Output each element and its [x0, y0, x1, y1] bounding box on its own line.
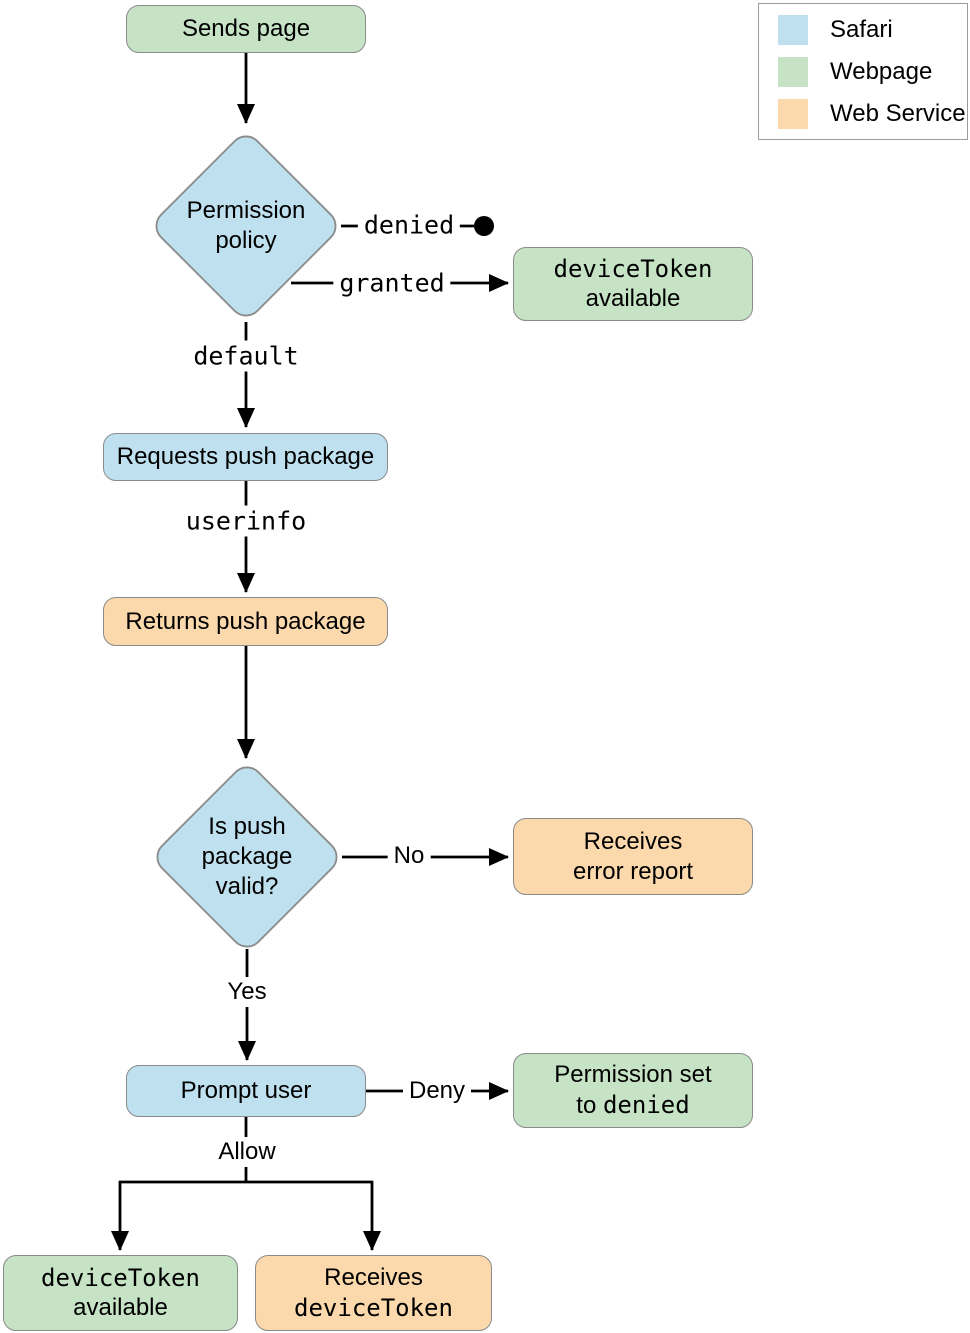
decision-permission-policy-label: Permission policy: [186, 197, 306, 254]
legend-label-safari: Safari: [830, 15, 893, 43]
edge-label-deny: Deny: [402, 1076, 472, 1106]
legend-label-webpage: Webpage: [830, 57, 933, 85]
node-permission-set-denied: Permission set to denied: [513, 1053, 753, 1128]
node-device-token-available-top: deviceToken available: [513, 247, 753, 321]
legend-swatch-web-service: [778, 98, 808, 129]
edge-label-yes: Yes: [221, 977, 273, 1007]
node-sends-page: Sends page: [126, 5, 366, 53]
legend-row-webpage: Webpage: [778, 56, 967, 87]
terminal-dot: [474, 216, 494, 236]
node-prompt-user: Prompt user: [126, 1065, 366, 1117]
node-receives-error-report: Receives error report: [513, 818, 753, 895]
legend-swatch-safari: [778, 14, 808, 45]
legend-row-safari: Safari: [778, 14, 967, 45]
edge-label-default: default: [187, 340, 305, 372]
edge-label-allow: Allow: [212, 1137, 282, 1167]
decision-push-package-valid-label: Is push package valid?: [201, 813, 293, 900]
legend-swatch-webpage: [778, 56, 808, 87]
edge-label-no: No: [387, 841, 431, 871]
node-receives-device-token: Receives deviceToken: [255, 1255, 492, 1331]
node-requests-push-package: Requests push package: [103, 433, 388, 481]
legend-label-web-service: Web Service: [830, 99, 966, 127]
edge-label-userinfo: userinfo: [179, 505, 313, 537]
edge-label-granted: granted: [333, 267, 451, 299]
legend-row-web-service: Web Service: [778, 98, 967, 129]
decision-permission-policy-shape: [155, 135, 337, 317]
legend: Safari Webpage Web Service: [758, 3, 968, 140]
node-sends-page-label: Sends page: [181, 15, 311, 42]
node-returns-push-package: Returns push package: [103, 597, 388, 646]
node-device-token-available-bottom: deviceToken available: [3, 1255, 238, 1331]
decision-push-package-valid-shape: [156, 766, 338, 948]
edge-label-denied: denied: [357, 209, 461, 241]
